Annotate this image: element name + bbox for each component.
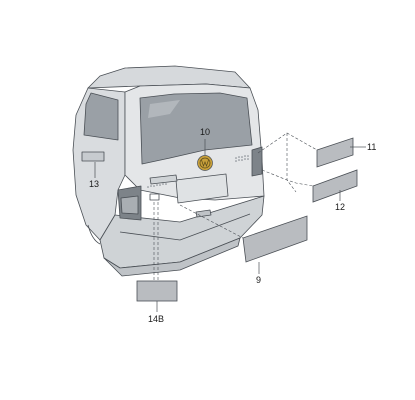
part-9-sticker: [242, 215, 308, 263]
van-plate-recess: [175, 173, 229, 204]
van-side-marker: [81, 151, 105, 162]
callout-12: 12: [335, 202, 345, 212]
callout-9: 9: [256, 275, 261, 285]
part-11-sticker: [316, 137, 354, 168]
guide-part-12-inner: [286, 133, 297, 193]
callout-10: 10: [200, 127, 210, 137]
van-dotted-lettering: [235, 155, 249, 162]
van-rear-window-highlight: [148, 100, 180, 118]
leader-lines: [94, 139, 366, 312]
part-12-sticker: [312, 169, 358, 203]
van-tail-light-right: [251, 146, 263, 177]
guide-part-11: [257, 132, 318, 154]
van-rear-illustration: [72, 65, 265, 277]
van-side-window: [83, 92, 119, 141]
badge-inner-ring: [199, 157, 211, 169]
van-reflector: [149, 193, 160, 201]
badge-logo-mark: [201, 159, 209, 168]
part-10-badge: [197, 155, 213, 171]
van-bumper-line: [119, 213, 251, 241]
callout-13: 13: [89, 179, 99, 189]
callout-14b: 14B: [148, 314, 164, 324]
guide-part-9: [179, 204, 244, 239]
guide-part-12: [261, 169, 314, 187]
callout-11: 11: [367, 142, 376, 152]
van-tail-light-left-lens: [120, 195, 139, 215]
van-bumper-lower: [103, 237, 241, 277]
van-roof: [87, 65, 251, 89]
van-handle-strip: [149, 174, 178, 185]
van-wheel-arch: [87, 224, 101, 245]
placement-guides: [153, 132, 318, 281]
part-14b-plate: [136, 280, 178, 302]
van-dotted-lettering-left: [147, 183, 167, 188]
